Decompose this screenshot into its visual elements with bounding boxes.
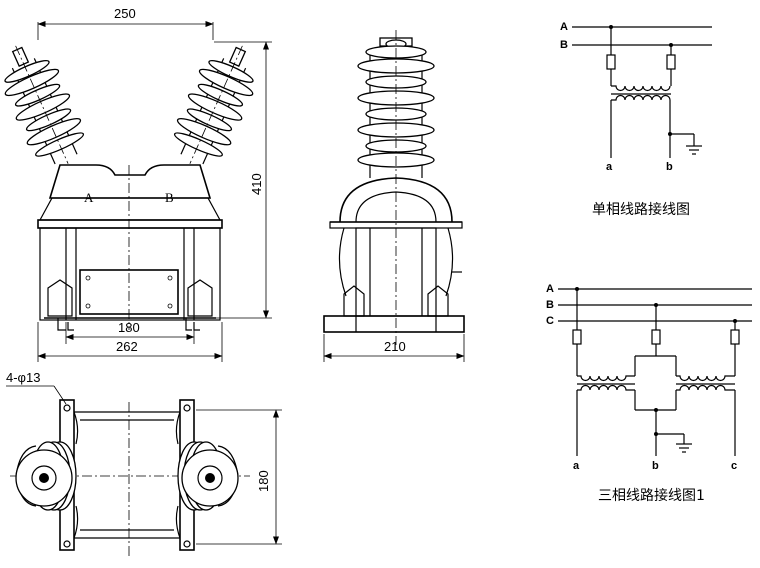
dim-top-label: 250 <box>114 6 136 21</box>
sec3-b-label: b <box>652 460 659 472</box>
dim-depth-label: 180 <box>256 470 271 492</box>
front-body: A B <box>37 164 223 331</box>
right-insulator <box>173 45 254 165</box>
bottom-view: 4-φ13 <box>6 370 282 556</box>
front-view: 250 410 <box>4 6 272 362</box>
bus-b-label: B <box>560 39 568 51</box>
side-view: 210 <box>323 30 465 362</box>
hole-callout: 4-φ13 <box>6 370 67 405</box>
sec3-c-label: c <box>731 460 737 472</box>
dim-side-210: 210 <box>323 334 465 362</box>
single-phase-diagram: A B a b 单相线路接线图 <box>560 21 712 218</box>
sec-b-label: b <box>666 161 673 173</box>
dim-side-label: 210 <box>384 339 406 354</box>
left-insulator <box>4 45 85 165</box>
dim-top-250: 250 <box>37 6 214 40</box>
hole-label: 4-φ13 <box>6 370 40 385</box>
three-phase-diagram: A B C <box>546 283 752 504</box>
single-phase-caption: 单相线路接线图 <box>592 201 690 218</box>
dim-inner-180: 180 <box>65 320 195 344</box>
side-insulator <box>357 30 435 345</box>
bus3-a-label: A <box>546 283 554 295</box>
sec3-a-label: a <box>573 460 580 472</box>
bus3-c-label: C <box>546 315 554 327</box>
side-body <box>323 177 465 333</box>
terminal-b-label: B <box>165 190 174 205</box>
dim-inner-label: 180 <box>118 320 140 335</box>
dim-height-label: 410 <box>249 173 264 195</box>
dim-depth-180: 180 <box>196 409 282 545</box>
left-bushing-top <box>15 441 77 511</box>
bus3-b-label: B <box>546 299 554 311</box>
terminal-a-label: A <box>84 190 94 205</box>
right-bushing-top <box>177 441 239 511</box>
dim-base-262: 262 <box>37 322 223 362</box>
dim-base-label: 262 <box>116 339 138 354</box>
three-phase-caption: 三相线路接线图1 <box>598 487 705 504</box>
bus-a-label: A <box>560 21 568 33</box>
sec-a-label: a <box>606 161 613 173</box>
